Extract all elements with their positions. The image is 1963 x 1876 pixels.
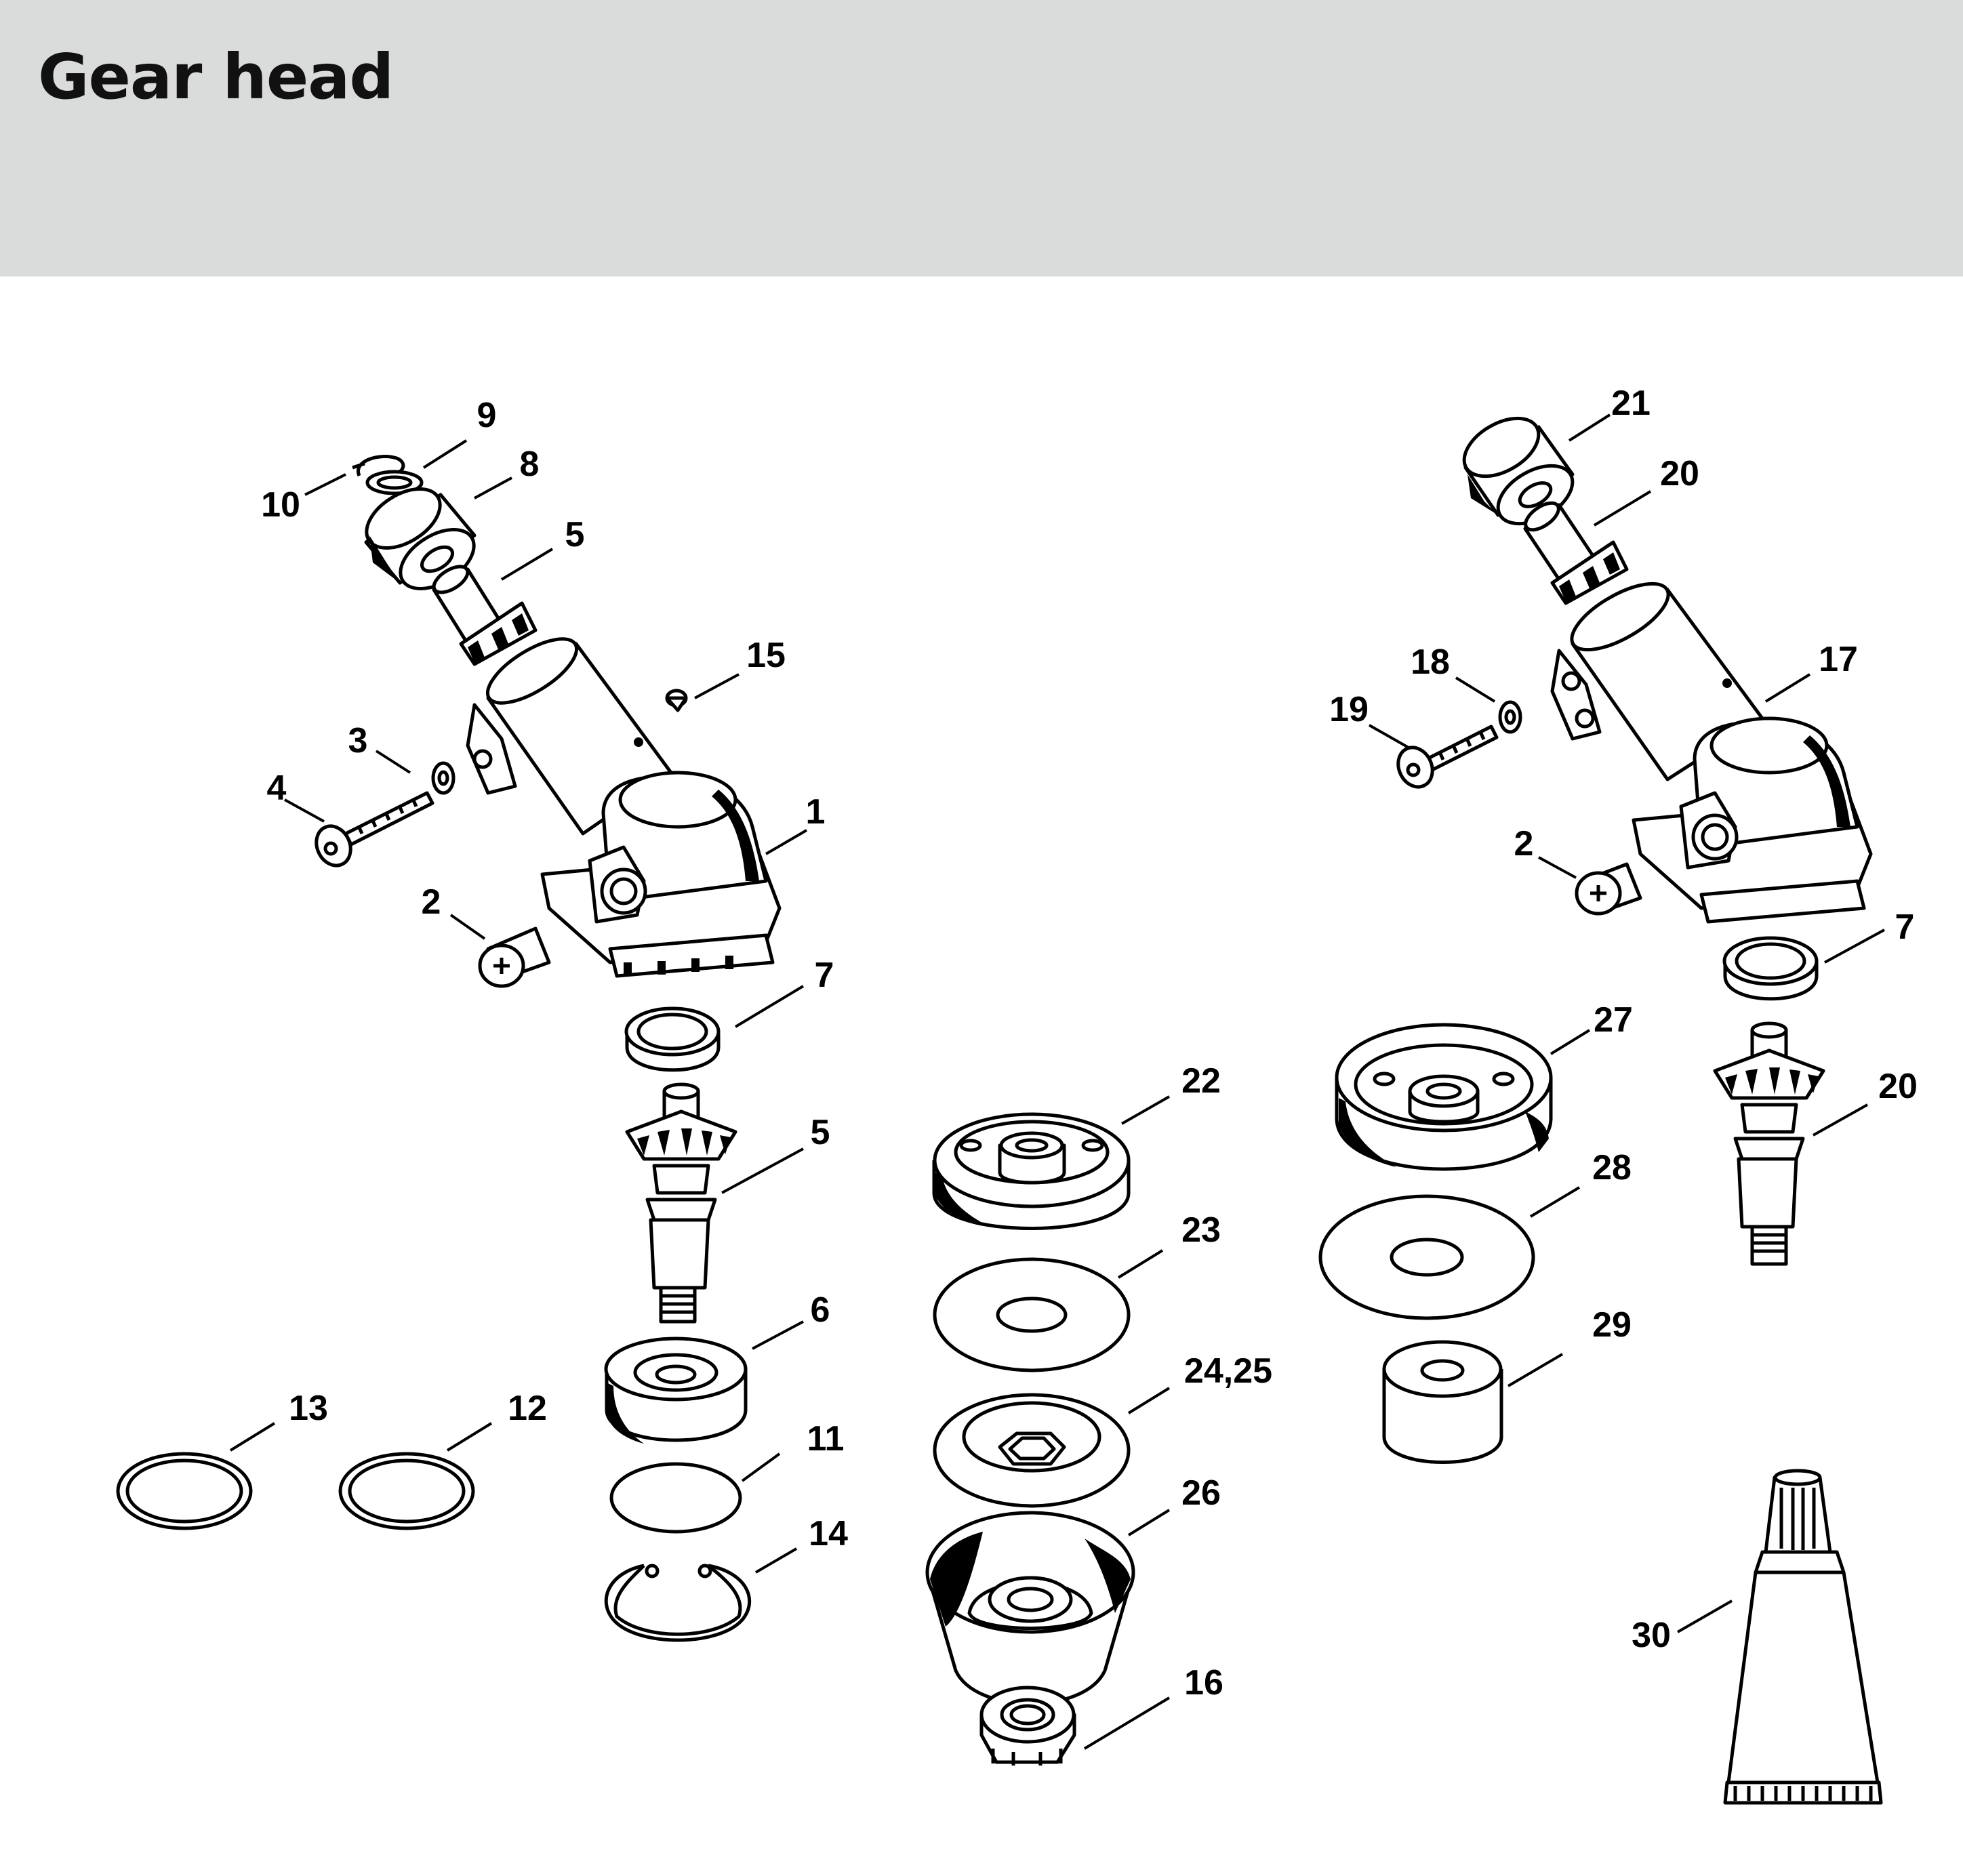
label-6: 6 <box>811 1290 830 1330</box>
header-band: Gear head <box>0 0 1963 277</box>
part-21-bearing[interactable] <box>1455 407 1583 536</box>
label-26: 26 <box>1181 1473 1221 1513</box>
label-20-upper: 20 <box>1660 454 1699 493</box>
part-16-nut[interactable] <box>979 1686 1076 1766</box>
label-10: 10 <box>261 485 300 525</box>
part-27-thrust-plate[interactable] <box>1335 1023 1553 1171</box>
label-16: 16 <box>1184 1663 1223 1702</box>
part-9-washer[interactable] <box>365 470 424 495</box>
leader-lines <box>229 413 1885 1750</box>
label-5-lower: 5 <box>811 1113 830 1152</box>
label-14: 14 <box>809 1514 848 1553</box>
part-6-bearing[interactable] <box>604 1337 748 1444</box>
label-29: 29 <box>1592 1305 1632 1345</box>
label-21: 21 <box>1611 384 1651 423</box>
part-26-thrust-cup[interactable] <box>925 1511 1135 1706</box>
part-20-bevel-gear-shaft[interactable] <box>1713 1021 1825 1266</box>
label-4: 4 <box>267 769 287 808</box>
label-22: 22 <box>1181 1061 1221 1101</box>
label-3: 3 <box>348 721 368 760</box>
part-18-washer[interactable] <box>1498 700 1522 734</box>
label-5-upper: 5 <box>565 515 585 554</box>
label-17: 17 <box>1819 640 1858 679</box>
label-24-25: 24,25 <box>1184 1351 1272 1391</box>
part-7-ball-bearing-left[interactable] <box>624 1006 721 1072</box>
label-12: 12 <box>508 1389 547 1428</box>
part-8-bearing[interactable] <box>357 477 485 601</box>
label-19: 19 <box>1329 690 1369 729</box>
part-17-gear-housing[interactable] <box>1550 571 1873 924</box>
part-20-pinion-upper[interactable] <box>1521 497 1629 605</box>
label-27: 27 <box>1594 1000 1633 1040</box>
label-11: 11 <box>807 1419 845 1459</box>
part-19-cap-screw[interactable] <box>1392 725 1499 792</box>
part-1-gear-housing[interactable] <box>466 627 782 978</box>
part-2-screw-plug-left[interactable] <box>478 926 551 988</box>
part-12-ring[interactable] <box>338 1452 475 1530</box>
label-13: 13 <box>289 1389 328 1428</box>
part-3-washer[interactable] <box>431 761 456 795</box>
label-7-right: 7 <box>1895 908 1915 947</box>
label-23: 23 <box>1181 1210 1221 1250</box>
part-13-ring[interactable] <box>116 1452 253 1530</box>
label-1: 1 <box>806 792 826 832</box>
part-14-circlip[interactable] <box>604 1564 751 1642</box>
part-24-25-plate[interactable] <box>933 1393 1131 1508</box>
part-5-bevel-gear-shaft[interactable] <box>625 1082 737 1324</box>
part-29-spacer[interactable] <box>1382 1340 1503 1464</box>
label-20-lower: 20 <box>1878 1067 1918 1106</box>
part-22-thrust-plate[interactable] <box>932 1112 1131 1230</box>
part-4-cap-screw[interactable] <box>310 791 434 871</box>
part-5-bevel-pinion-upper[interactable] <box>430 561 538 666</box>
label-30: 30 <box>1632 1616 1671 1655</box>
part-7-ball-bearing-right[interactable] <box>1722 936 1819 1001</box>
label-8: 8 <box>520 445 540 484</box>
page-title: Gear head <box>38 41 394 113</box>
label-15: 15 <box>746 636 786 675</box>
label-9: 9 <box>477 396 497 435</box>
label-7-left: 7 <box>815 956 834 995</box>
part-number-labels: 9 10 8 5 15 3 4 1 2 7 5 6 11 14 13 12 22… <box>261 384 1918 1702</box>
part-28-washer[interactable] <box>1318 1194 1535 1320</box>
part-2-screw-plug-right[interactable] <box>1575 862 1642 916</box>
part-11-ring[interactable] <box>609 1462 742 1534</box>
part-15-plug[interactable] <box>665 689 688 712</box>
label-18: 18 <box>1411 643 1450 682</box>
part-30-grease-tube[interactable] <box>1723 1469 1883 1805</box>
part-23-washer[interactable] <box>933 1257 1131 1372</box>
label-2-right: 2 <box>1514 824 1534 863</box>
label-28: 28 <box>1592 1148 1632 1187</box>
label-2-left: 2 <box>422 882 441 922</box>
